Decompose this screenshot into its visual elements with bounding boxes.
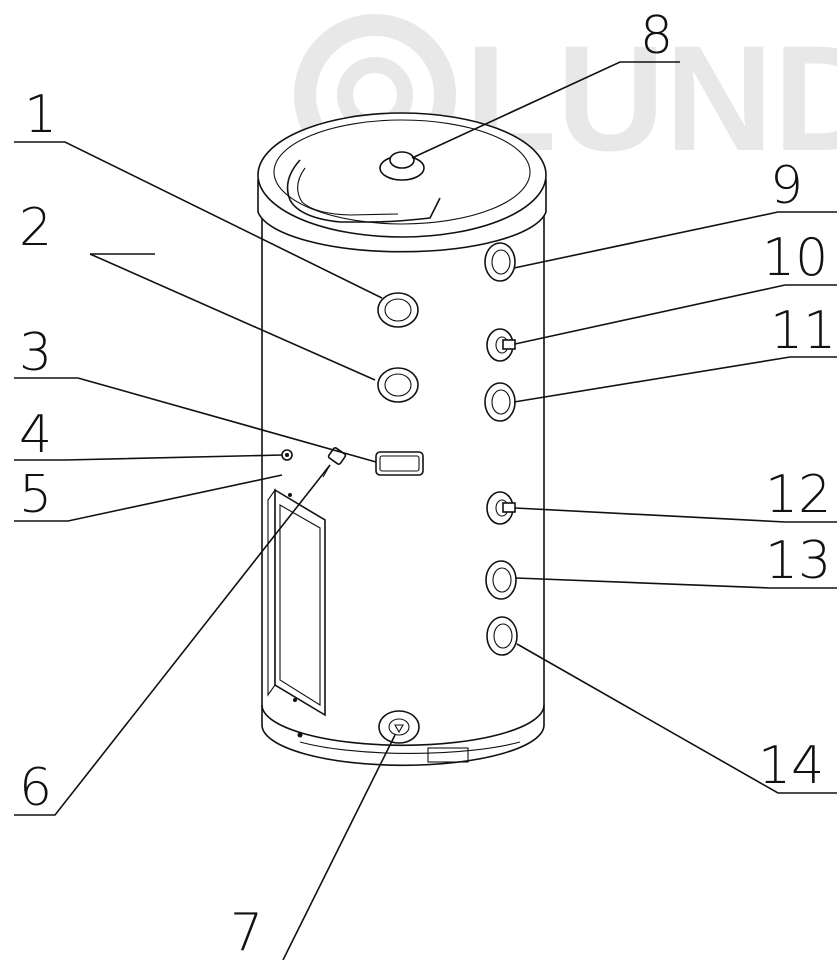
callout-number: 13 [765,531,831,591]
bottom-drain [378,710,420,744]
callout-8: 8 [411,6,680,159]
port-9 [484,242,516,282]
callout-number: 6 [19,758,52,818]
callout-3: 3 [14,323,377,463]
callout-6: 6 [14,464,331,818]
tank-body [261,209,545,767]
callout-1: 1 [14,85,383,299]
callout-number: 7 [230,903,263,960]
callout-9: 9 [513,156,837,269]
port-1 [377,292,419,328]
callout-number: 9 [770,156,803,216]
callout-number: 8 [640,6,673,66]
control-panel [267,449,326,717]
callout-11: 11 [513,301,837,403]
top-connection [379,151,425,181]
thermometer-window [375,451,424,476]
callout-number: 14 [758,736,824,796]
callout-2: 2 [19,198,376,381]
callout-13: 13 [515,531,837,591]
callout-number: 5 [19,465,52,525]
callout-number: 1 [24,85,57,145]
callout-number: 2 [19,198,52,258]
callout-number: 12 [765,465,831,525]
callout-number: 4 [19,405,52,465]
callout-7: 7 [230,734,396,960]
callout-number: 10 [762,228,828,288]
port-10 [486,328,516,362]
callout-5: 5 [14,465,283,525]
callout-10: 10 [514,228,837,345]
callout-14: 14 [516,643,837,796]
port-11 [484,382,516,422]
port-13 [485,560,517,600]
port-2 [377,367,419,403]
tank-lid [257,112,547,253]
port-14 [486,616,518,656]
port-12 [486,491,516,525]
callout-4: 4 [14,405,283,465]
callout-number: 11 [770,301,836,361]
callout-12: 12 [514,465,837,525]
callout-number: 3 [19,323,52,383]
